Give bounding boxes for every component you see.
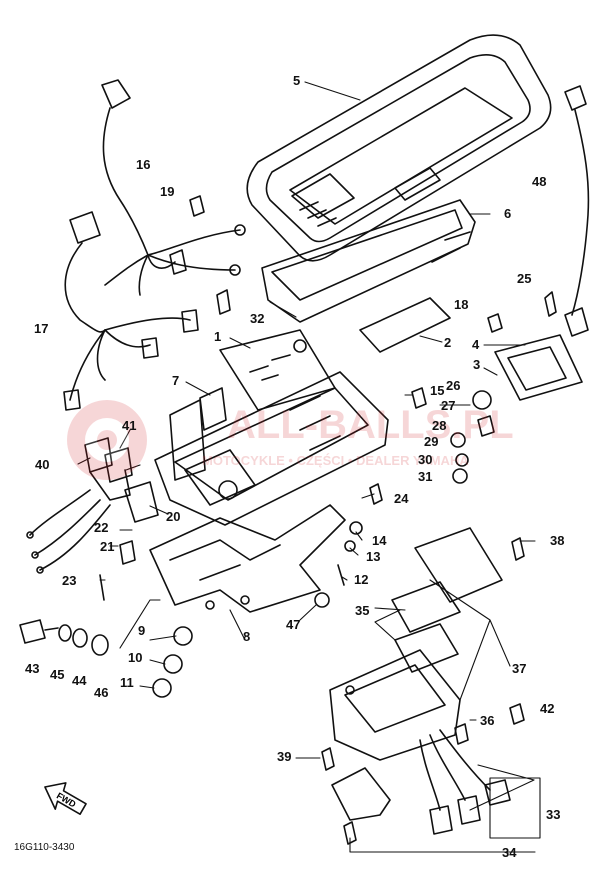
callout-12: 12 (354, 572, 369, 587)
screws-right (411, 291, 557, 484)
callout-19: 19 (160, 184, 175, 199)
callout-47: 47 (286, 617, 301, 632)
callout-26: 26 (446, 378, 461, 393)
fwd-arrow (44, 782, 87, 815)
meter-bracket (149, 504, 346, 613)
wire-harness-17 (63, 211, 199, 411)
callout-31: 31 (418, 469, 433, 484)
callout-36: 36 (480, 713, 495, 728)
meter-housing (154, 371, 389, 526)
callout-17: 17 (34, 321, 49, 336)
callout-34: 34 (502, 845, 517, 860)
callout-39: 39 (277, 749, 292, 764)
wire-harness-16 (101, 79, 246, 296)
lamp-holder-plate (494, 334, 583, 401)
callout-35: 35 (355, 603, 370, 618)
callout-1: 1 (214, 329, 222, 344)
callout-46: 46 (94, 685, 109, 700)
callout-16: 16 (136, 157, 151, 172)
callout-33: 33 (546, 807, 561, 822)
callout-21: 21 (100, 539, 115, 554)
indicator-unit (329, 527, 511, 835)
callout-30: 30 (418, 452, 433, 467)
callout-18: 18 (454, 297, 469, 312)
callout-23: 23 (62, 573, 77, 588)
callout-41: 41 (122, 418, 137, 433)
callout-37: 37 (512, 661, 527, 676)
callout-13: 13 (366, 549, 381, 564)
callout-29: 29 (424, 434, 439, 449)
callout-32: 32 (250, 311, 265, 326)
callout-44: 44 (72, 673, 87, 688)
callout-6: 6 (504, 206, 512, 221)
callout-28: 28 (432, 418, 447, 433)
mount-hardware (19, 195, 525, 845)
callout-3: 3 (473, 357, 481, 372)
callout-25: 25 (517, 271, 532, 286)
drawing-code: 16G110-3430 (14, 842, 75, 853)
callout-11: 11 (120, 675, 134, 690)
callout-24: 24 (394, 491, 409, 506)
callout-48: 48 (532, 174, 547, 189)
callout-20: 20 (166, 509, 181, 524)
callout-10: 10 (128, 650, 143, 665)
meter-cover (246, 34, 552, 262)
callout-43: 43 (25, 661, 40, 676)
callout-2: 2 (444, 335, 452, 350)
callout-7: 7 (172, 373, 180, 388)
callout-42: 42 (540, 701, 555, 716)
callout-9: 9 (138, 623, 146, 638)
callout-14: 14 (372, 533, 387, 548)
callout-40: 40 (35, 457, 50, 472)
inner-panel (359, 297, 451, 353)
bulb-sockets (26, 437, 159, 574)
leader-lines (77, 81, 541, 853)
lens (261, 199, 476, 323)
callout-4: 4 (472, 337, 480, 352)
callout-27: 27 (441, 398, 456, 413)
callout-22: 22 (94, 520, 109, 535)
callout-8: 8 (243, 629, 251, 644)
callout-15: 15 (430, 383, 445, 398)
rear-cover (331, 767, 391, 821)
callout-5: 5 (293, 73, 301, 88)
speedometer-cable (564, 85, 590, 337)
callout-38: 38 (550, 533, 565, 548)
callout-45: 45 (50, 667, 65, 682)
